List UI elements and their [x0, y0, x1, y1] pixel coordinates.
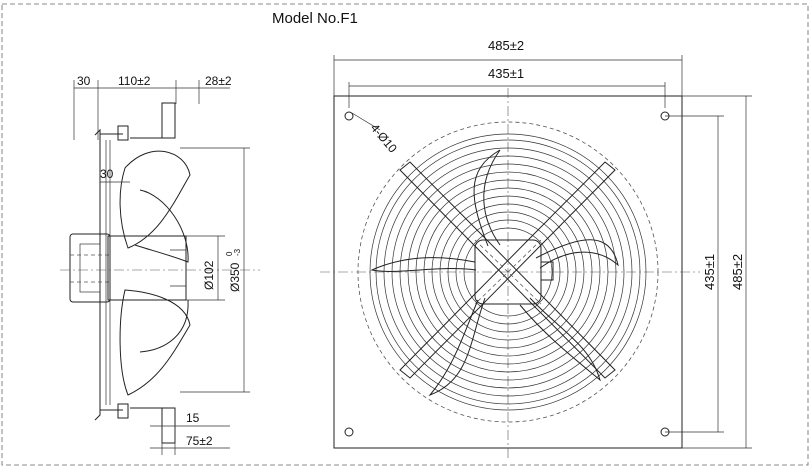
front-view: 485±2 435±1 4-Ø10 [320, 38, 752, 460]
dim-side-inner-30: 30 [100, 167, 114, 181]
dim-side-30: 30 [77, 74, 91, 88]
dim-side-75: 75±2 [186, 434, 213, 448]
dim-height-485: 485±2 [730, 254, 745, 290]
side-view: 30 110±2 28±2 30 Ø102 [60, 74, 260, 455]
dim-side-15: 15 [186, 411, 200, 425]
dim-width-435: 435±1 [488, 66, 524, 81]
fan-blades [370, 149, 619, 397]
dim-impeller-tol-lower: -3 [233, 248, 242, 256]
dim-impeller-tol-upper: 0 [225, 251, 234, 256]
dim-height-435: 435±1 [702, 254, 717, 290]
fan-ring [357, 121, 659, 423]
terminal-box [540, 261, 554, 281]
fan-guard [369, 133, 647, 411]
dim-hub-diameter: Ø102 [202, 260, 216, 290]
dim-impeller-diameter: Ø350 [228, 262, 242, 292]
mounting-holes [344, 111, 670, 437]
dim-side-28: 28±2 [205, 74, 232, 88]
guard-struts [399, 161, 616, 379]
dim-holes: 4-Ø10 [368, 121, 400, 156]
sheet-frame [1, 3, 809, 466]
model-title: Model No.F1 [272, 10, 358, 27]
dim-width-485: 485±2 [488, 38, 524, 53]
dim-side-110: 110±2 [118, 74, 151, 88]
